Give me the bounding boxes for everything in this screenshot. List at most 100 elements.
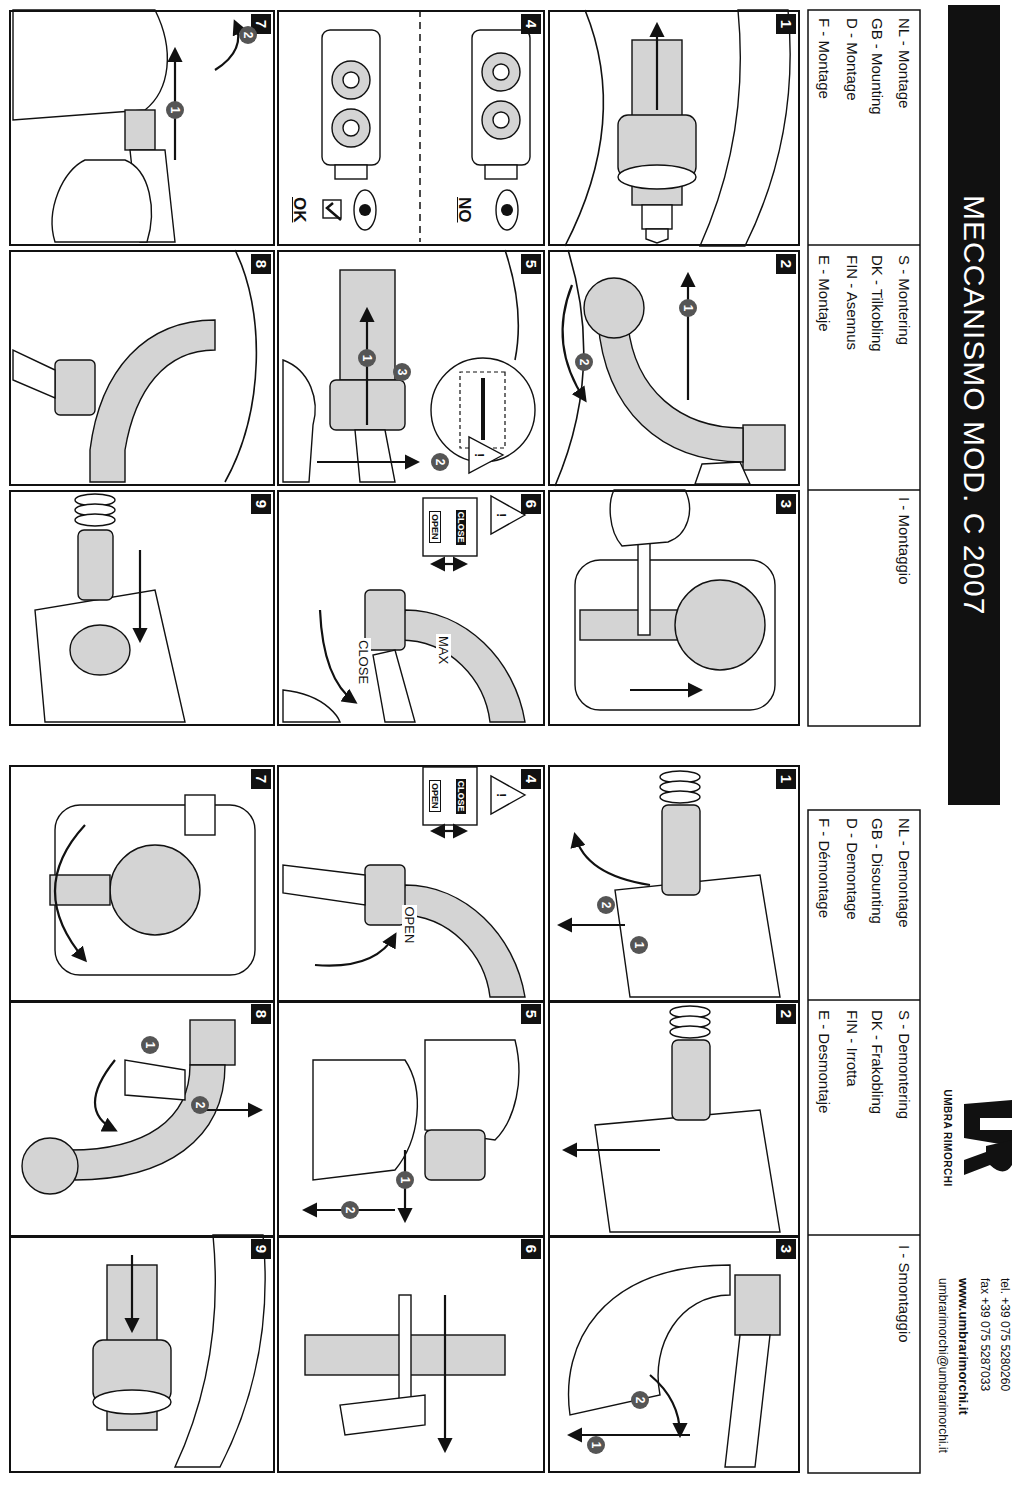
callout-number: 1 xyxy=(141,1036,159,1054)
step-panel: 3 xyxy=(548,490,800,726)
step-number: 4 xyxy=(521,769,541,789)
step-number: 7 xyxy=(251,769,271,789)
step-panel: 9 xyxy=(9,490,275,726)
step-drawing xyxy=(322,10,530,242)
direction-label: CLOSE xyxy=(357,638,372,686)
step-number: 6 xyxy=(521,494,541,514)
step-panel: 8 xyxy=(9,250,275,486)
step-number: 5 xyxy=(521,254,541,274)
logo-mark xyxy=(964,1100,1012,1175)
step-drawing xyxy=(22,1020,260,1194)
language-cell: FIN - Irrotta xyxy=(845,1010,862,1087)
web-address: www.umbrarimorchi.it xyxy=(957,1278,972,1415)
step-number: 1 xyxy=(776,769,796,789)
language-cell: S - Montering xyxy=(897,255,914,345)
step-drawing xyxy=(565,10,790,246)
step-panel: 5 xyxy=(277,250,545,486)
step-drawing xyxy=(555,250,785,486)
callout-number: 1 xyxy=(679,299,697,317)
language-cell: DK - Frakobling xyxy=(870,1010,887,1114)
sign-text: OPEN xyxy=(429,780,441,812)
brand-name: UMBRA RIMORCHI xyxy=(943,1090,954,1187)
language-cell: DK - Tilkobling xyxy=(870,255,887,352)
callout-number: 2 xyxy=(631,1391,649,1409)
step-drawing xyxy=(283,767,525,997)
direction-label: OPEN xyxy=(403,905,418,946)
sign-text: OPEN xyxy=(429,511,441,543)
step-panel: 1 xyxy=(548,10,800,246)
language-cell: GB - Disounting xyxy=(870,818,887,924)
check-label: OK xyxy=(289,195,309,225)
language-cell: I - Smontaggio xyxy=(897,1245,914,1343)
callout-number: 2 xyxy=(431,453,449,471)
step-number: 3 xyxy=(776,494,796,514)
contact-text: tel. +39 075 5280260 xyxy=(998,1278,1012,1391)
step-drawing xyxy=(35,494,185,722)
language-cell: GB - Mounting xyxy=(870,18,887,115)
callout-number: 2 xyxy=(341,1201,359,1219)
step-drawing xyxy=(569,1265,780,1467)
callout-number: 1 xyxy=(396,1171,414,1189)
step-number: 3 xyxy=(776,1239,796,1259)
step-drawing xyxy=(13,10,238,242)
step-number: 2 xyxy=(776,1004,796,1024)
step-number: 5 xyxy=(521,1004,541,1024)
step-panel: 6 xyxy=(277,1235,545,1473)
callout-number: 1 xyxy=(166,101,184,119)
step-number: 9 xyxy=(251,1239,271,1259)
language-cell: F - Démontage xyxy=(817,818,834,918)
step-drawing xyxy=(13,250,256,482)
step-panel: 6 xyxy=(277,490,545,726)
language-cell: E - Desmontaje xyxy=(817,1010,834,1113)
step-drawing xyxy=(305,1040,519,1220)
callout-number: 1 xyxy=(630,936,648,954)
step-drawing xyxy=(283,496,525,722)
step-panel: 7 xyxy=(9,765,275,1003)
language-cell: I - Montaggio xyxy=(897,497,914,585)
warning-mark: ! xyxy=(496,793,509,797)
title-bar xyxy=(948,5,1000,805)
language-table xyxy=(808,10,920,1473)
direction-label: MAX xyxy=(437,634,452,666)
step-number: 2 xyxy=(776,254,796,274)
warning-mark: ! xyxy=(474,453,487,457)
callout-number: 2 xyxy=(191,1096,209,1114)
step-panel: 5 xyxy=(277,1000,545,1238)
step-drawing xyxy=(565,1006,780,1232)
sign-text: CLOSE xyxy=(456,510,466,545)
step-panel: 9 xyxy=(9,1235,275,1473)
step-number: 1 xyxy=(776,14,796,34)
step-number: 9 xyxy=(251,494,271,514)
language-cell: FIN - Asennus xyxy=(845,255,862,350)
callout-number: 2 xyxy=(575,353,593,371)
step-drawing xyxy=(560,771,780,997)
step-drawing xyxy=(93,1235,265,1467)
check-label: NO xyxy=(454,195,474,225)
step-panel: 3 xyxy=(548,1235,800,1473)
sign-text: CLOSE xyxy=(456,779,466,814)
callout-number: 2 xyxy=(597,896,615,914)
callout-number: 3 xyxy=(393,363,411,381)
page-title: MECCANISMO MOD. C 2007 xyxy=(957,195,991,615)
step-panel: 2 xyxy=(548,1000,800,1238)
contact-text: umbrarimorchi@umbrarimorchi.it xyxy=(936,1278,950,1453)
language-cell: E - Montaje xyxy=(817,255,834,332)
step-number: 8 xyxy=(251,254,271,274)
step-panel: 7 xyxy=(9,10,275,246)
language-cell: D - Demontage xyxy=(845,818,862,920)
step-panel: 4 xyxy=(277,765,545,1003)
warning-mark: ! xyxy=(496,513,509,517)
step-number: 8 xyxy=(251,1004,271,1024)
language-cell: S - Demontering xyxy=(897,1010,914,1119)
language-cell: NL - Demontage xyxy=(897,818,914,928)
step-drawing xyxy=(575,490,775,710)
step-drawing xyxy=(283,250,535,482)
callout-number: 1 xyxy=(587,1436,605,1454)
step-drawing xyxy=(305,1295,505,1450)
step-number: 4 xyxy=(521,14,541,34)
language-cell: F - Montage xyxy=(817,18,834,99)
step-drawing xyxy=(50,795,255,975)
step-panel: 8 xyxy=(9,1000,275,1238)
